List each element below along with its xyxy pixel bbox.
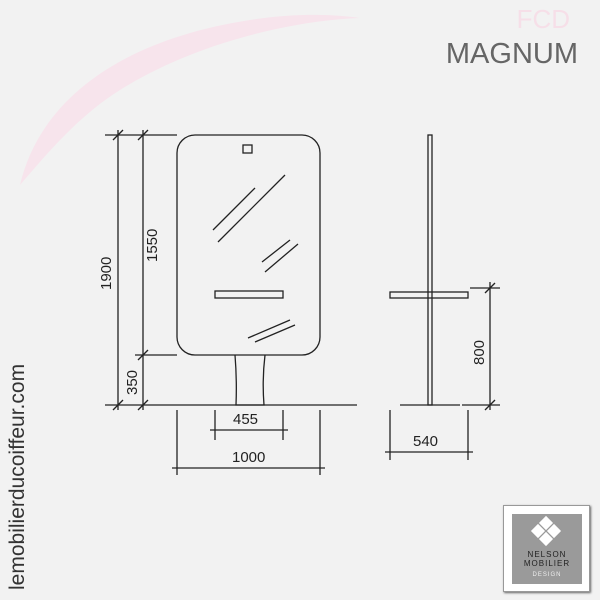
nelson-mobilier-logo: NELSON MOBILIER DESIGN xyxy=(503,505,590,592)
mirror-clip xyxy=(242,144,253,154)
mirror-reflection-lines xyxy=(212,174,299,343)
shelf-side xyxy=(389,291,469,299)
shelf-front xyxy=(214,290,284,299)
logo-line2: MOBILIER xyxy=(523,559,571,568)
logo-line3: DESIGN xyxy=(532,572,562,578)
product-title: MAGNUM xyxy=(445,38,578,70)
dim-1550: 1550 xyxy=(144,229,161,262)
logo-line1: NELSON xyxy=(527,550,567,559)
dim-1000: 1000 xyxy=(232,449,265,466)
dim-540: 540 xyxy=(413,433,438,450)
website-link[interactable]: lemobilierducoiffeur.com xyxy=(6,363,29,590)
diamond-icon xyxy=(530,515,562,547)
dim-350: 350 xyxy=(124,370,141,395)
dim-1900: 1900 xyxy=(98,257,115,290)
dim-800: 800 xyxy=(471,340,488,365)
brand-swoosh xyxy=(20,14,360,185)
stem-front xyxy=(234,354,266,406)
mirror-front xyxy=(176,134,321,356)
brand-watermark: FCD xyxy=(516,4,570,34)
dim-455: 455 xyxy=(233,411,258,428)
pole-side xyxy=(427,134,433,406)
